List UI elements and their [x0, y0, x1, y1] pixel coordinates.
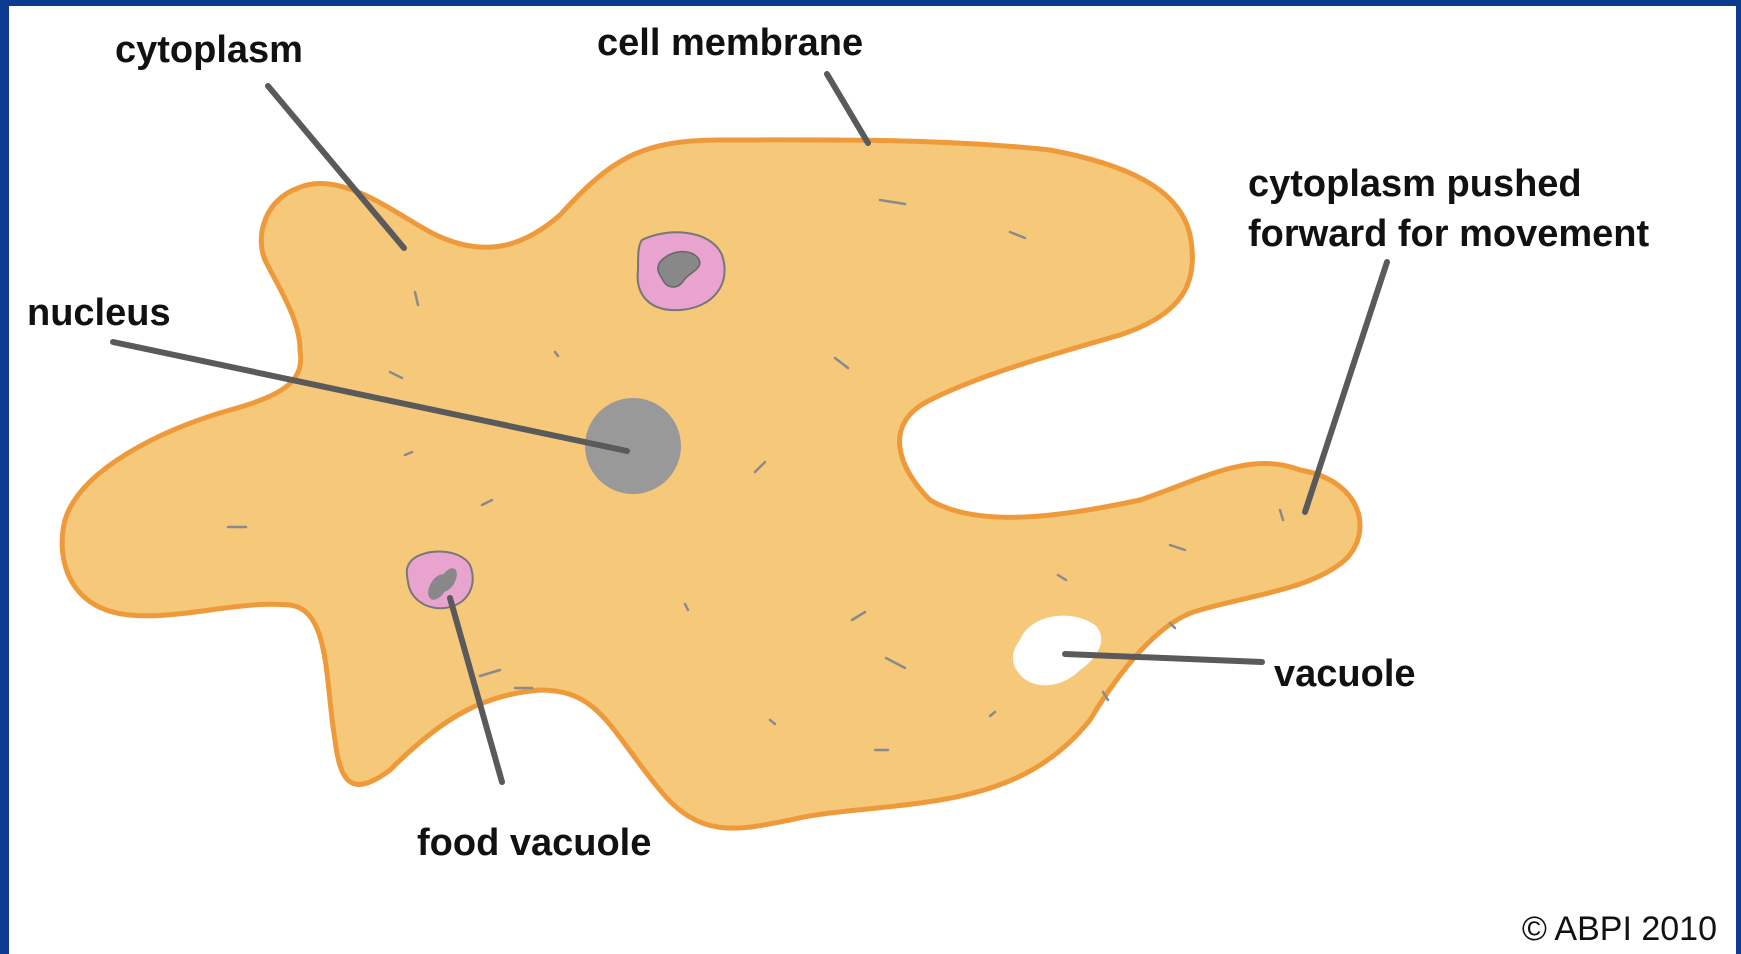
food-vacuole-lower [407, 552, 473, 609]
cell-membrane-label: cell membrane [597, 22, 863, 64]
cytoplasm-pushed-label-line1: cytoplasm pushed [1248, 163, 1582, 205]
food-vacuole-label: food vacuole [417, 822, 651, 864]
cytoplasm-label: cytoplasm [115, 29, 303, 71]
cytoplasm-pushed-label-line2: forward for movement [1248, 213, 1650, 255]
cell-membrane-leader [827, 74, 868, 143]
nucleus-label: nucleus [27, 292, 171, 334]
food-vacuole-upper [638, 232, 725, 310]
cytoplasm-pushed-leader [1305, 262, 1387, 512]
copyright-text: © ABPI 2010 [1522, 910, 1717, 948]
vacuole-label: vacuole [1274, 653, 1416, 695]
